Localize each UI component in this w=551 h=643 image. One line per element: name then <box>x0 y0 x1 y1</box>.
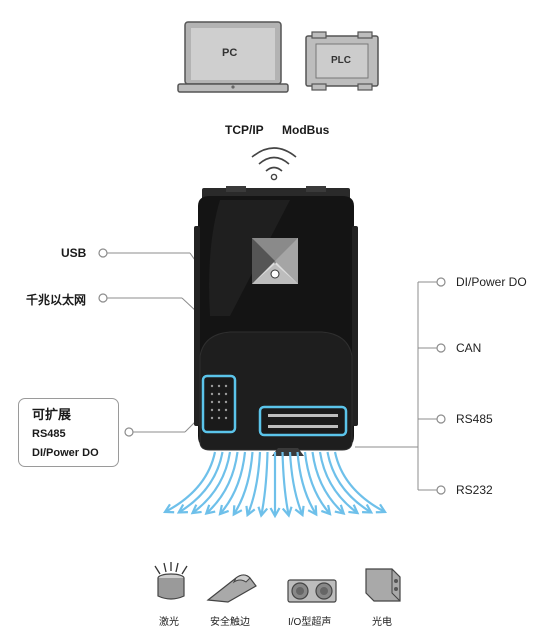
sensor-label-photoelectric: 光电 <box>372 617 392 628</box>
sensing-arrow-head <box>362 503 374 514</box>
sensing-arrow <box>260 451 269 516</box>
tcpip-label: TCP/IP <box>225 123 264 137</box>
sensing-arrow <box>333 451 386 513</box>
sensing-arrow <box>311 451 345 515</box>
sensor-label-laser: 激光 <box>159 617 179 628</box>
sensing-arrow-head <box>232 505 243 517</box>
sensing-arrow-head <box>281 506 293 518</box>
controller-device <box>194 186 358 456</box>
wifi-icon <box>251 147 297 181</box>
sensing-arrow-head <box>348 504 360 515</box>
right-port-label-can: CAN <box>456 341 482 355</box>
expandable-box: 可扩展 RS485 DI/Power DO <box>18 398 119 467</box>
ultrasonic-icon <box>287 579 337 603</box>
modbus-label: ModBus <box>282 123 330 137</box>
sensing-arrow <box>205 451 239 515</box>
expandable-title: 可扩展 <box>32 407 72 422</box>
sensing-arrow-head <box>257 506 269 518</box>
sensing-arrow <box>232 451 254 516</box>
sensing-arrow-head <box>294 505 305 518</box>
sensing-arrow-head <box>218 504 230 516</box>
right-port-label-di-power-do: DI/Power DO <box>456 275 527 289</box>
sensing-arrow <box>318 451 359 514</box>
sensing-arrow-head <box>245 505 256 518</box>
right-port-label-rs485: RS485 <box>456 412 493 426</box>
sensing-arrow <box>326 451 372 514</box>
sensing-arrows <box>163 451 387 519</box>
sensing-arrow <box>246 451 262 516</box>
expandable-item: RS485 <box>32 428 66 440</box>
sensor-label-safety-edge: 安全触边 <box>210 617 250 628</box>
plc-icon <box>305 31 379 91</box>
sensing-arrow-head <box>190 504 202 515</box>
photoelectric-icon <box>365 568 401 602</box>
sensing-arrow-head <box>163 503 175 514</box>
sensing-arrow <box>164 451 217 513</box>
sensing-arrow-head <box>307 505 318 517</box>
sensing-arrow-head <box>204 504 216 515</box>
sensing-arrow-head <box>320 504 332 516</box>
sensing-arrow-head <box>176 503 188 514</box>
sensor-label-ultrasonic: I/O型超声 <box>288 617 332 628</box>
sensing-arrow-head <box>375 503 387 514</box>
expandable-item: DI/Power DO <box>32 447 99 459</box>
plc-label: PLC <box>331 55 351 66</box>
pc-label: PC <box>222 47 238 59</box>
sensing-arrow <box>281 451 290 516</box>
sensing-arrow <box>191 451 232 514</box>
sensing-arrow <box>288 451 304 516</box>
safety-edge-icon <box>206 574 257 603</box>
sensing-arrow-head <box>269 507 281 519</box>
laser-icon <box>154 562 188 600</box>
usb-label: USB <box>61 246 87 260</box>
sensing-arrow <box>303 451 331 515</box>
ethernet-label: 千兆以太网 <box>26 293 87 307</box>
laptop-icon <box>177 21 289 93</box>
sensing-arrow <box>296 451 318 516</box>
right-port-label-rs232: RS232 <box>456 483 493 497</box>
sensing-arrow <box>178 451 224 514</box>
sensing-arrow-head <box>334 504 346 515</box>
sensing-arrow <box>219 451 247 515</box>
